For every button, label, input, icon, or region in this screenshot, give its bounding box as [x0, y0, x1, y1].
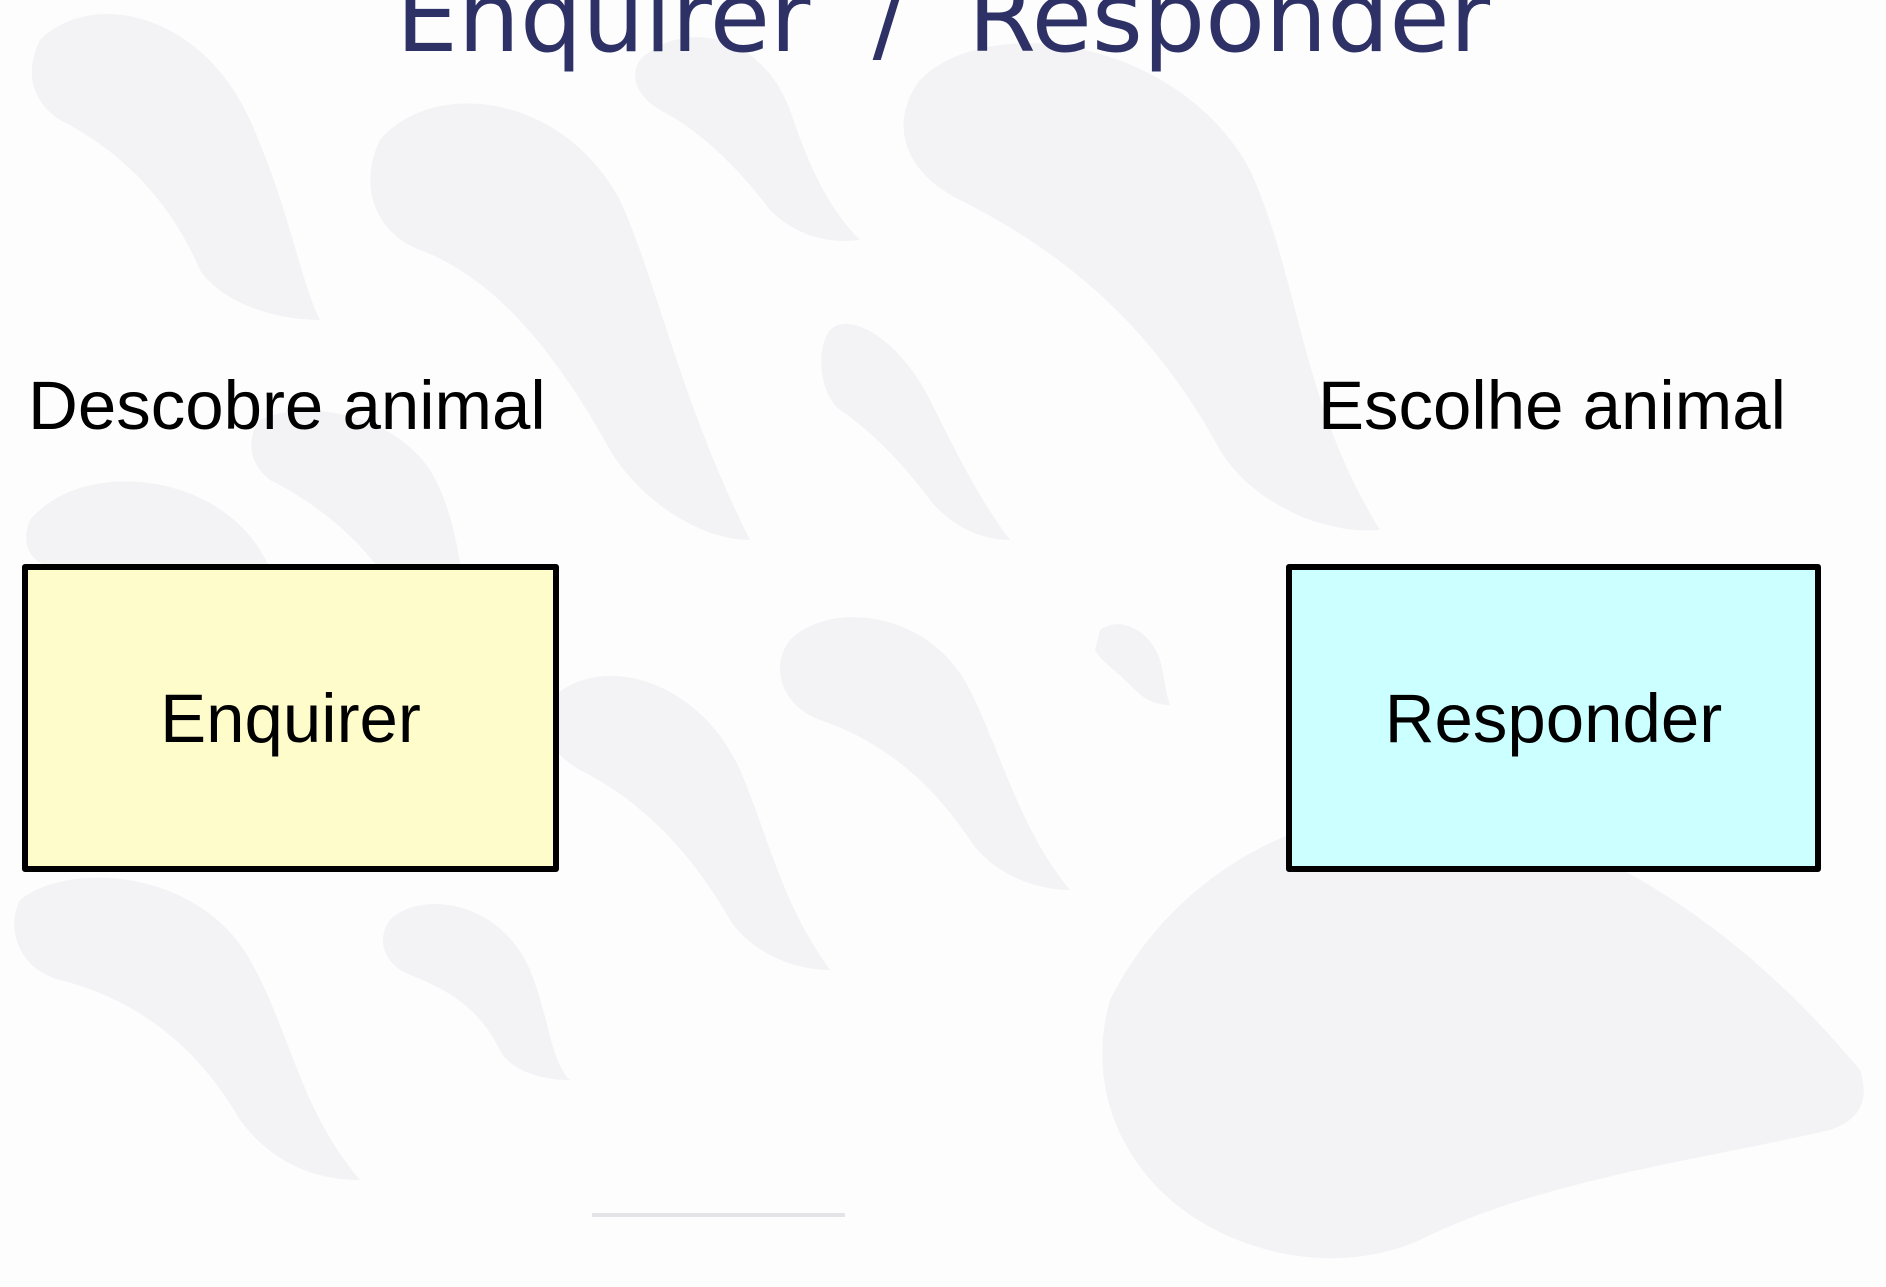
responder-box-label: Responder — [1384, 679, 1723, 757]
slide-title: Enquirer / Responder — [395, 0, 1491, 75]
enquirer-box: Enquirer — [22, 564, 559, 872]
enquirer-box-label: Enquirer — [160, 679, 421, 757]
responder-box: Responder — [1286, 564, 1821, 872]
enquirer-caption: Descobre animal — [28, 367, 546, 444]
bird-heads-icon — [14, 14, 1864, 1259]
responder-caption: Escolhe animal — [1318, 367, 1786, 444]
